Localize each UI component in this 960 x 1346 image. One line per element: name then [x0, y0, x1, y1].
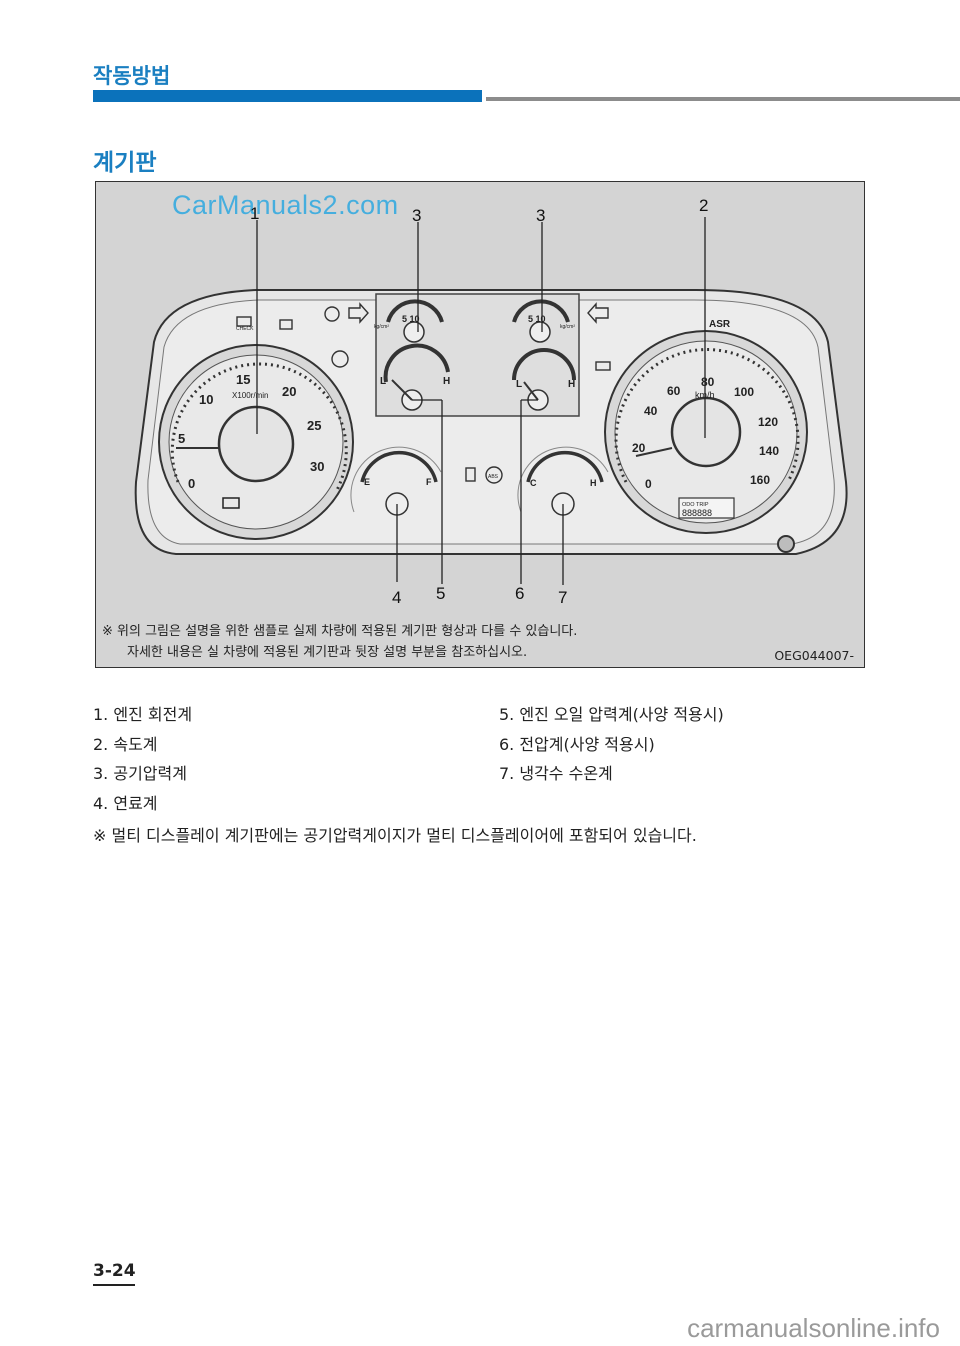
odo-label: ODO TRIP: [682, 502, 709, 508]
tachometer: 0 5 10 15 20 25 30 X100r/min: [158, 344, 354, 540]
figure-note-1: ※ 위의 그림은 설명을 위한 샘플로 실제 차량에 적용된 계기판 형상과 다…: [102, 624, 578, 639]
footnote: ※ 멀티 디스플레이 계기판에는 공기압력게이지가 멀티 디스플레이어에 포함되…: [93, 826, 697, 845]
speed-tick-120: 120: [758, 415, 778, 429]
fuel-pump-icon: [465, 467, 476, 482]
engine-warning-icon: [595, 361, 611, 371]
page-number-underline: [93, 1284, 135, 1286]
callout-1: 1: [250, 204, 260, 223]
callout-2: 2: [699, 196, 709, 215]
callout-4: 4: [392, 588, 402, 607]
svg-text:C: C: [530, 478, 537, 488]
svg-text:5 10: 5 10: [402, 314, 420, 324]
speedometer: 0 20 40 60 80 100 120 140 160 km/h ODO T…: [604, 330, 808, 534]
callout-3-right: 3: [536, 206, 546, 225]
tacho-tick-30: 30: [310, 459, 324, 474]
list-item: 2. 속도계: [93, 734, 158, 754]
speed-tick-20: 20: [632, 441, 646, 455]
callout-3-left: 3: [412, 206, 422, 225]
svg-text:F: F: [426, 477, 432, 487]
svg-text:kg/cm²: kg/cm²: [560, 324, 575, 330]
section-title: 작동방법: [93, 64, 171, 88]
instrument-cluster-figure: 0 5 10 15 20 25 30 X100r/min 0 20 40 60: [95, 181, 865, 668]
list-item: 3. 공기압력계: [93, 764, 187, 783]
header-bar-gray: [486, 97, 960, 101]
turn-right-icon: [587, 302, 609, 324]
watermark: CarManuals2.com: [172, 190, 399, 220]
tacho-tick-10: 10: [199, 392, 213, 407]
list-item: 4. 연료계: [93, 793, 158, 813]
brake-warning-icon: [331, 350, 349, 368]
svg-text:H: H: [443, 376, 450, 387]
odo-value: 888888: [682, 508, 712, 518]
check-engine-icon: [236, 316, 252, 327]
asr-label: ASR: [709, 319, 731, 330]
callout-7: 7: [558, 588, 568, 607]
abs-icon: [485, 466, 503, 484]
list-item: 7. 냉각수 수온계: [499, 764, 613, 783]
parking-brake-icon: [324, 306, 340, 322]
speed-tick-160: 160: [750, 473, 770, 487]
tacho-tick-15: 15: [236, 372, 250, 387]
tacho-tick-25: 25: [307, 418, 321, 433]
callout-leaders: [256, 217, 706, 585]
svg-text:kg/cm²: kg/cm²: [374, 324, 389, 330]
speed-tick-60: 60: [667, 384, 681, 398]
odometer-display: [678, 497, 735, 519]
speed-tick-80: 80: [701, 375, 715, 389]
warning-indicators: [236, 302, 611, 484]
list-item: 5. 엔진 오일 압력계(사양 적용시): [499, 705, 724, 724]
cluster-illustration: 0 5 10 15 20 25 30 X100r/min 0 20 40 60: [134, 217, 848, 585]
abs-label: ABS: [488, 474, 499, 480]
image-code: OEG044007-: [774, 648, 854, 663]
gauge-list-left: 1. 엔진 회전계 2. 속도계 3. 공기압력계 4. 연료계: [93, 700, 192, 818]
svg-text:E: E: [364, 477, 370, 487]
tacho-tick-20: 20: [282, 384, 296, 399]
svg-text:H: H: [568, 379, 575, 390]
page-number: 3-24: [93, 1261, 136, 1281]
svg-text:5 10: 5 10: [528, 314, 546, 324]
air-pressure-gauge-left: 5 10 kg/cm²: [374, 299, 444, 343]
list-item: 6. 전압계(사양 적용시): [499, 734, 655, 754]
check-label: CHECK: [236, 326, 254, 332]
header-bar-blue: [93, 90, 482, 102]
page-heading: 계기판: [93, 150, 157, 176]
air-pressure-gauge-right: 5 10 kg/cm²: [512, 299, 575, 343]
svg-text:H: H: [590, 478, 597, 488]
callout-5: 5: [436, 584, 446, 603]
speed-tick-0: 0: [645, 477, 652, 491]
speed-tick-40: 40: [644, 404, 658, 418]
turn-left-icon: [348, 302, 369, 324]
vehicle-icon: [279, 319, 293, 330]
tacho-unit: X100r/min: [232, 391, 268, 400]
tacho-tick-0: 0: [188, 476, 195, 491]
speed-tick-140: 140: [759, 444, 779, 458]
reset-knob: [777, 535, 795, 553]
svg-text:L: L: [516, 379, 522, 390]
figure-note-2: 자세한 내용은 실 차량에 적용된 계기판과 뒷장 설명 부분을 참조하십시오.: [127, 645, 528, 660]
gauge-list-right: 5. 엔진 오일 압력계(사양 적용시) 6. 전압계(사양 적용시) 7. 냉…: [499, 700, 724, 789]
list-item: 1. 엔진 회전계: [93, 705, 193, 724]
speed-tick-100: 100: [734, 385, 754, 399]
callout-6: 6: [515, 584, 525, 603]
battery-icon: [222, 497, 240, 509]
tacho-tick-5: 5: [178, 431, 185, 446]
svg-text:L: L: [380, 376, 386, 387]
site-footer-watermark: carmanualsonline.info: [687, 1313, 940, 1343]
